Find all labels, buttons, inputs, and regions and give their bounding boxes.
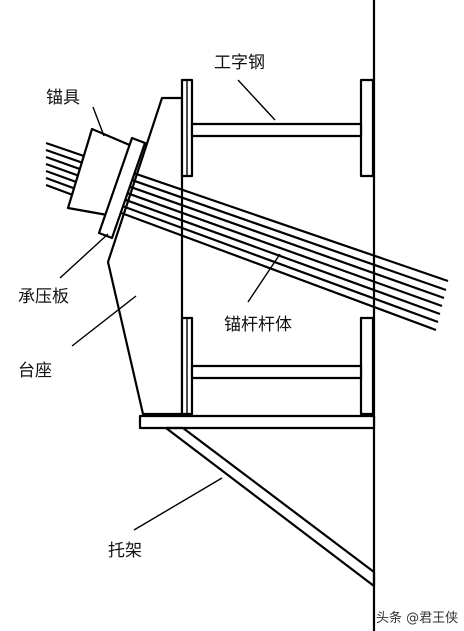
leader-lines: [59, 79, 281, 531]
bearing-plate: [97, 136, 147, 240]
watermark: 头条 @君王侠: [376, 610, 458, 626]
label-bearing-plate: 承压板: [18, 287, 69, 307]
i-beam-upper: [180, 78, 375, 178]
i-beam-lower: [180, 316, 375, 416]
label-anchor-rod: 锚杆杆体: [224, 315, 292, 335]
label-i-beam: 工字钢: [214, 53, 265, 73]
label-anchorage: 锚具: [46, 88, 80, 108]
label-bracket: 托架: [108, 541, 142, 561]
label-pedestal: 台座: [18, 361, 52, 381]
pedestal: [106, 96, 184, 416]
bracket: [138, 414, 376, 588]
